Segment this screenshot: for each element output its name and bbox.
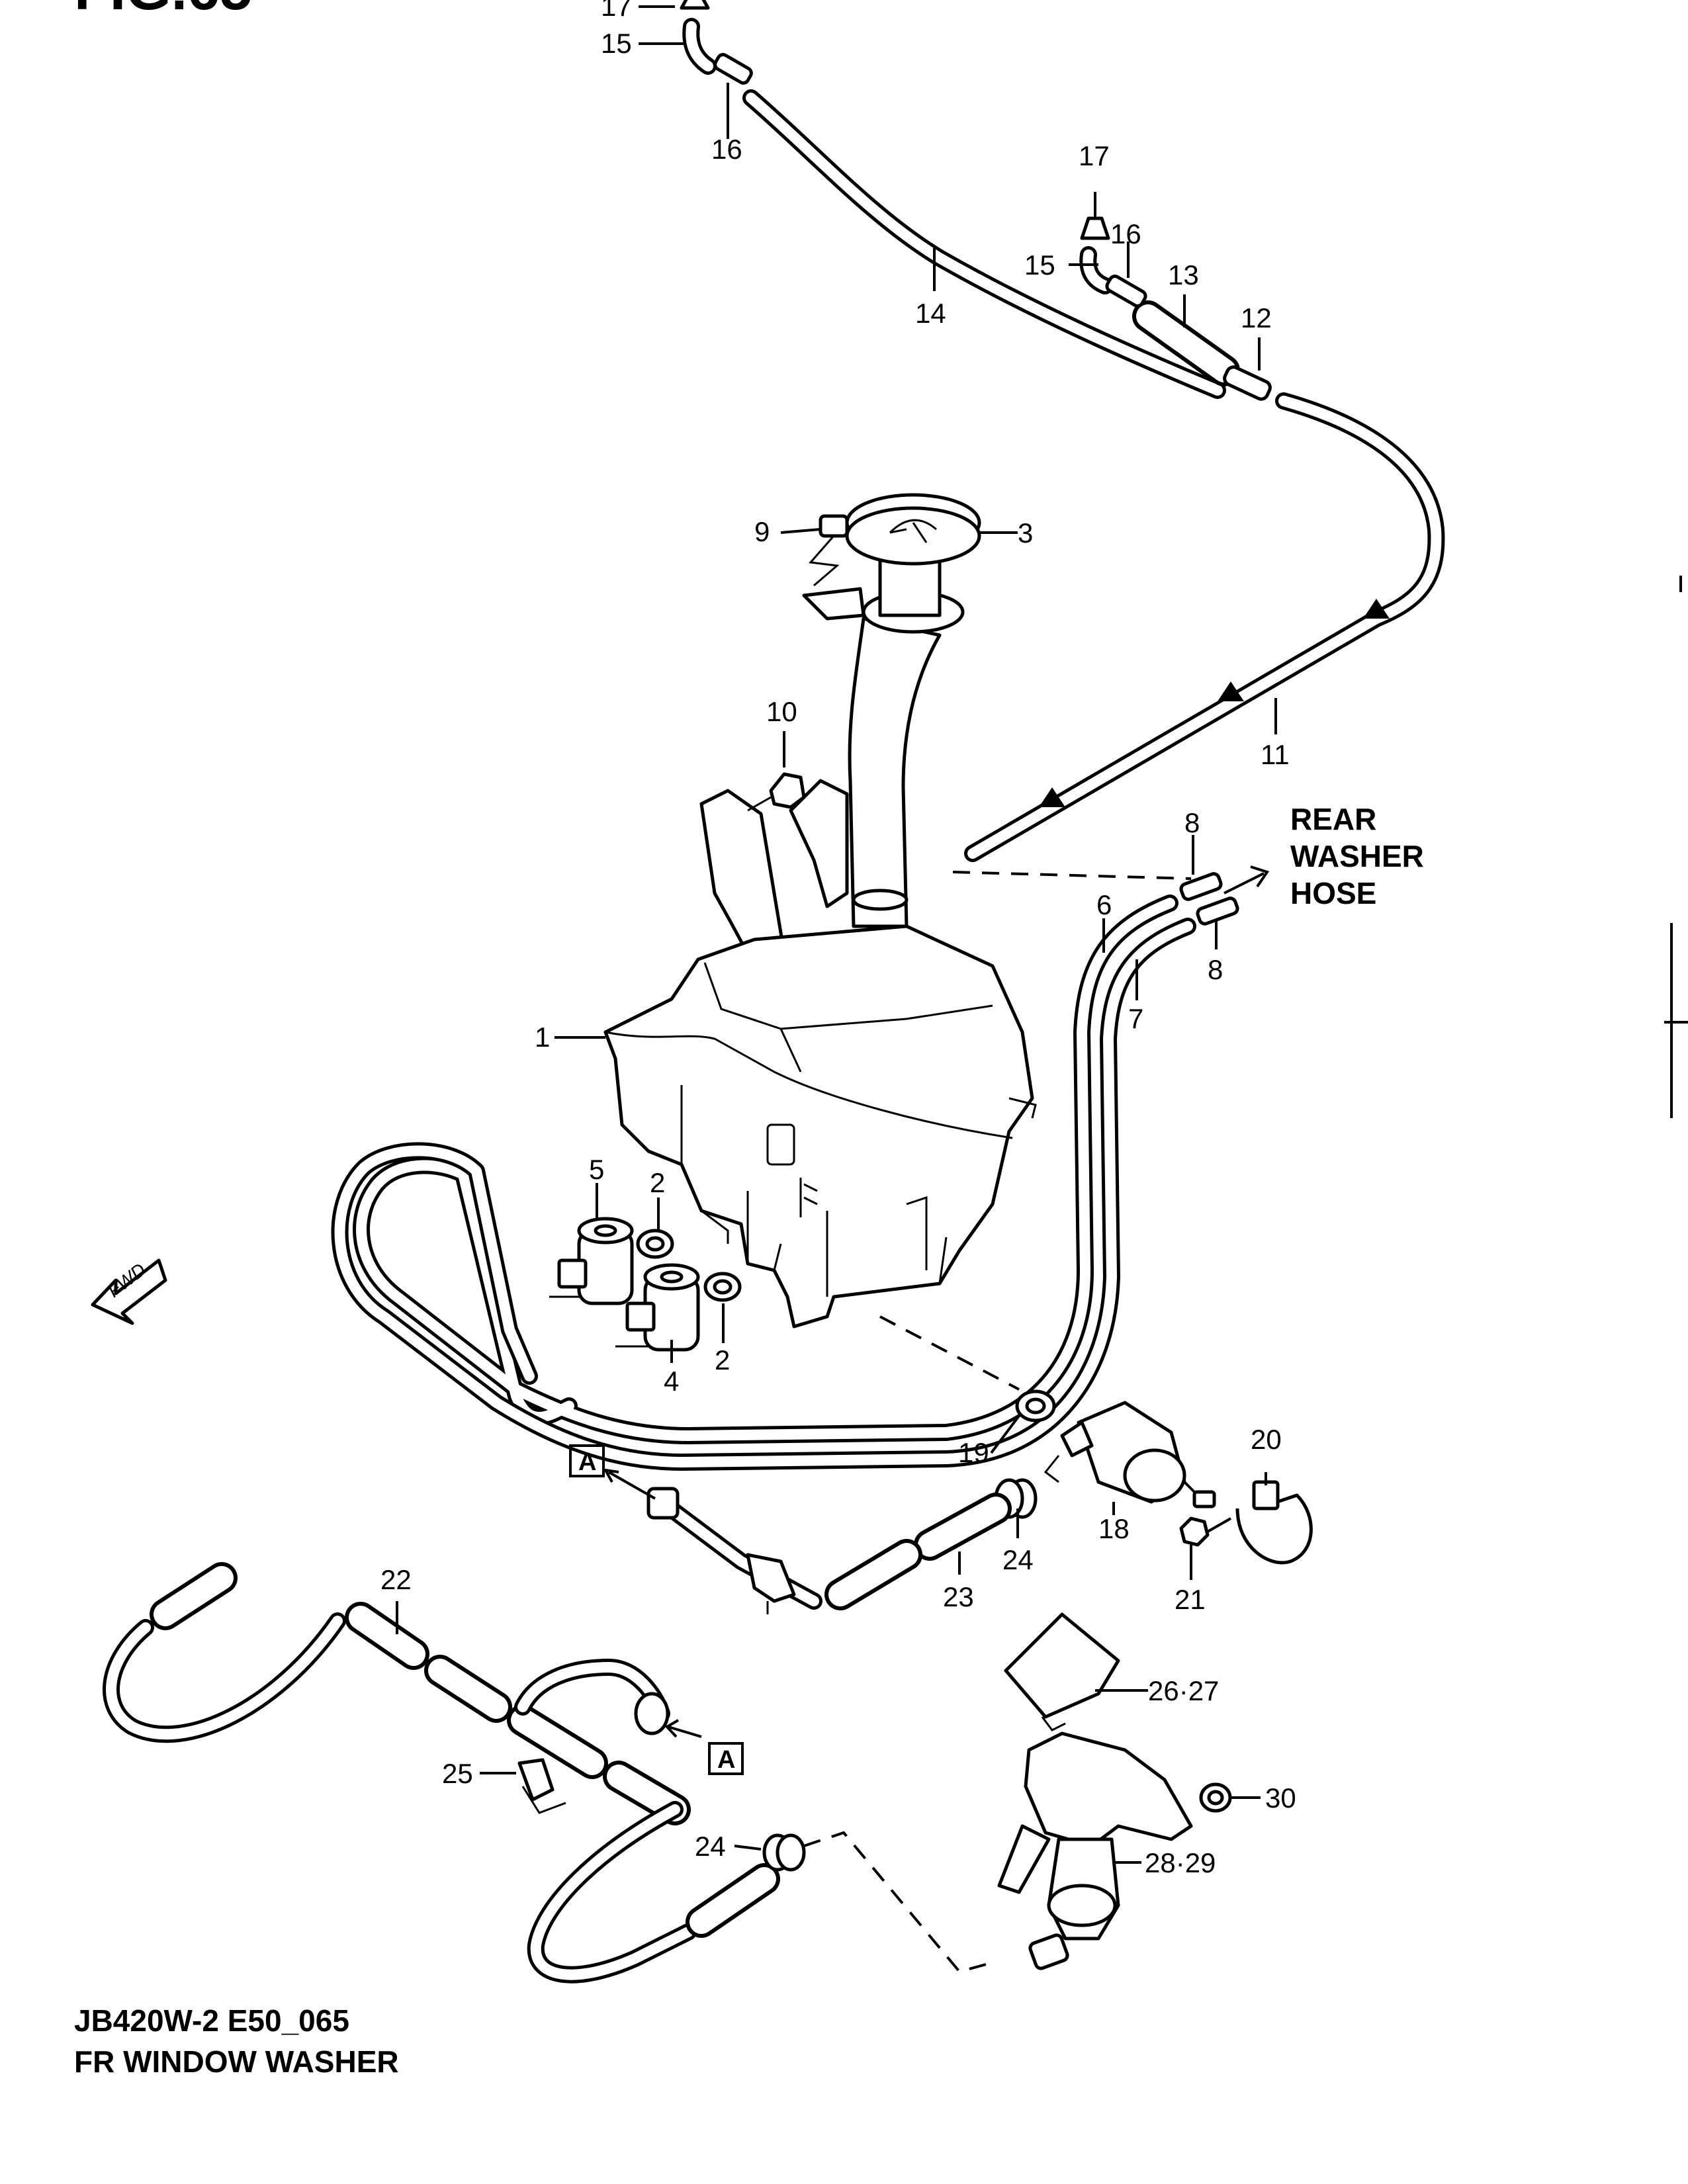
joint-16-top [713,53,753,85]
part-label-21: 21 [1175,1584,1206,1615]
part-label-4: 4 [664,1366,679,1397]
part-label-24: 24 [695,1831,726,1862]
hose-clip-marker [1218,681,1244,701]
part-label-22: 22 [380,1564,412,1595]
part-label-17: 17 [601,0,632,22]
part-label-25: 25 [442,1758,473,1789]
arrow-to-a-upper [603,1468,656,1500]
hose-22 [103,1562,780,1984]
bolt-21 [1179,1516,1231,1547]
leader-tank-to-pump [879,1315,1020,1391]
annotation-line-1: REAR [1290,802,1376,836]
part-label-17: 17 [1079,140,1110,171]
arrow-to-a-lower [664,1719,702,1738]
reference-box-a-lower: A [708,1742,744,1775]
part-label-5: 5 [589,1154,604,1185]
bolt-10 [747,772,806,812]
annotation-line-3: HOSE [1290,876,1376,910]
figure-title: FIG.65 [74,0,252,22]
part-label-11: 11 [1261,739,1290,770]
part-label-2: 2 [715,1344,730,1376]
washer-pump-5 [549,1217,634,1305]
leader-rear-connection [952,871,1192,880]
check-valve-28-29 [997,1731,1193,1970]
part-labels: 17 15 16 17 16 15 13 12 14 9 3 10 11 8 6… [380,0,1296,1878]
reservoir-cap [845,493,981,617]
part-label-8: 8 [1208,954,1223,985]
part-label-2: 2 [650,1167,665,1198]
part-label-30: 30 [1265,1782,1296,1813]
leader-lines [396,5,1277,1864]
part-label-16: 16 [711,134,742,165]
part-label-9: 9 [754,516,770,547]
rear-hose-arrow [1223,865,1270,895]
svg-text:A: A [578,1448,596,1476]
hose-clip-marker [1039,787,1065,807]
annotation-line-2: WASHER [1290,839,1424,873]
joint-8-lower [1196,896,1239,926]
bolt-9 [802,514,866,621]
part-label-7: 7 [1128,1003,1143,1034]
diagram-caption: FR WINDOW WASHER [74,2044,399,2079]
diagram-code: JB420W-2 E50_065 [74,2003,349,2038]
part-label-6: 6 [1096,889,1112,920]
reservoir-tank [603,924,1037,1329]
grommet-2-upper [636,1229,674,1259]
svg-text:A: A [717,1746,735,1774]
leader-to-valve [803,1831,997,1974]
part-label-12: 12 [1241,302,1272,333]
nozzle-17 [1080,216,1110,240]
part-label-20: 20 [1251,1424,1282,1455]
clamp-20 [1235,1480,1313,1565]
hose-14 [742,89,1226,399]
hose-clip-marker [1363,599,1390,619]
nut-30 [1199,1782,1232,1813]
nozzle-17-top [680,0,710,10]
grommet-19 [1015,1389,1056,1422]
filler-neck [848,590,965,928]
part-label-19: 19 [958,1437,989,1468]
hose-23 [824,1493,1012,1610]
elbow-15 [1079,246,1114,294]
part-label-26-27: 26·27 [1148,1675,1219,1706]
hose-6-loop [353,895,1178,1444]
clip-24-lower [762,1833,806,1872]
part-label-28-29: 28·29 [1145,1847,1216,1878]
part-label-23: 23 [943,1581,974,1612]
part-label-13: 13 [1168,259,1199,290]
reference-box-a-upper: A [569,1444,605,1477]
part-label-14: 14 [915,298,946,329]
washer-pump-4 [615,1263,700,1352]
part-label-15: 15 [1024,249,1055,281]
joint-12 [1223,365,1272,401]
connector-assembly [646,1487,822,1614]
pump-18 [1044,1401,1216,1508]
cover-26-27 [1004,1612,1120,1731]
part-label-24: 24 [1002,1544,1034,1575]
joint-8-upper [1179,872,1223,901]
grommet-2-lower [703,1272,742,1302]
part-label-16: 16 [1110,218,1141,249]
part-label-3: 3 [1018,517,1033,548]
part-label-10: 10 [766,696,797,727]
part-label-18: 18 [1098,1513,1130,1544]
joint-16 [1105,275,1147,308]
part-label-8: 8 [1184,807,1200,838]
hose-11 [964,392,1445,862]
part-label-15: 15 [601,28,632,59]
hose-13 [1132,300,1240,386]
elbow-15-top [682,18,717,75]
forward-arrow-icon: FWD [91,1258,167,1325]
part-label-1: 1 [535,1022,550,1053]
clip-25 [517,1758,566,1814]
wiper-symbol-icon [889,519,937,543]
mount-bracket [699,779,849,968]
